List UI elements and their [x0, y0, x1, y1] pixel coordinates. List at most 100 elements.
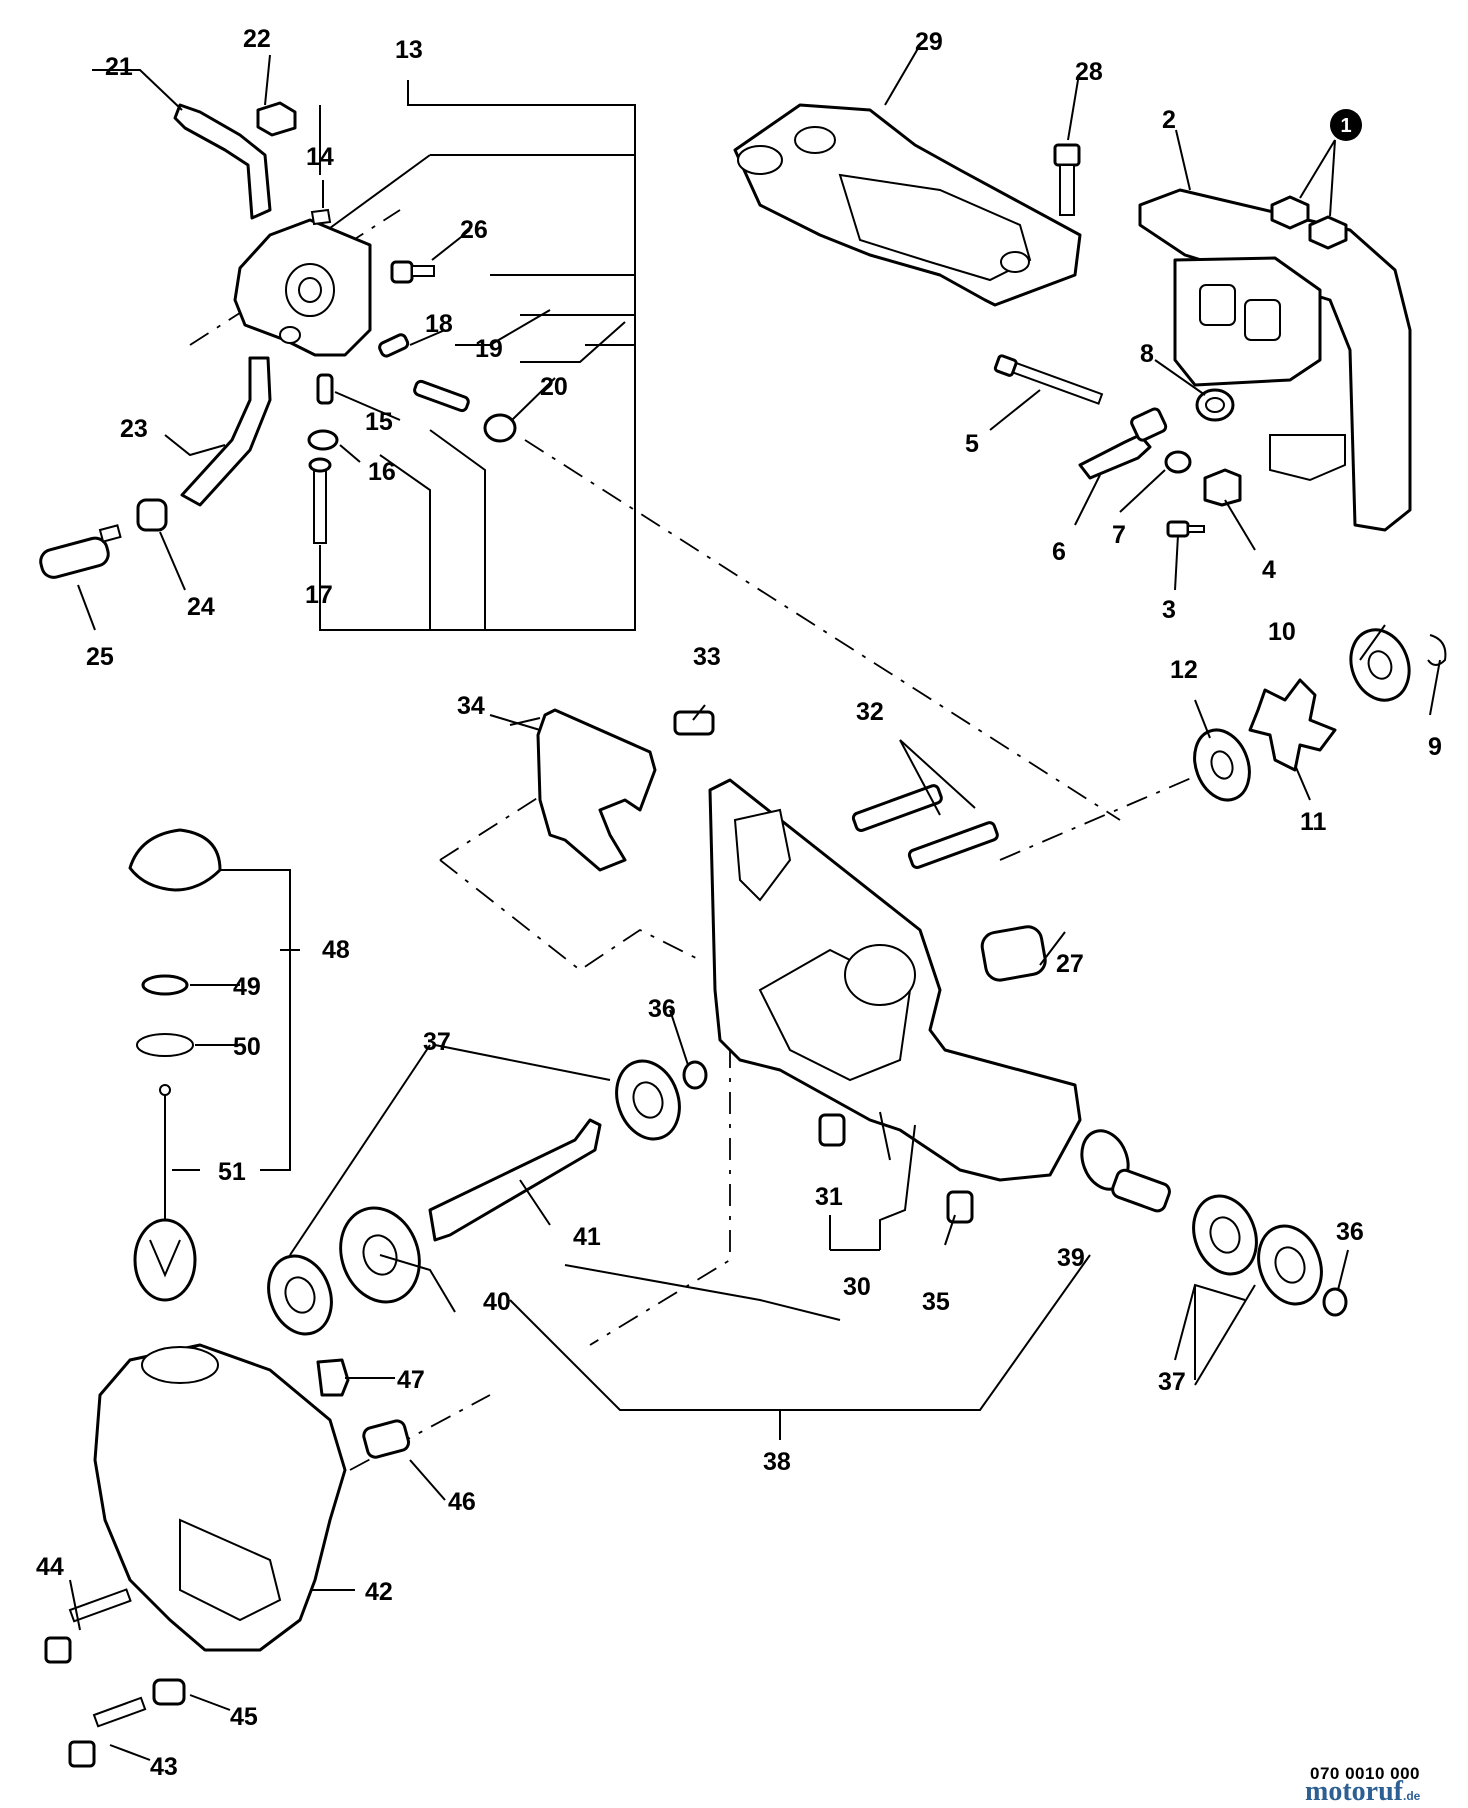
part-48-cap	[128, 828, 222, 892]
assembly-axis-lines	[189, 209, 1211, 1471]
part-3-screw	[1166, 520, 1205, 538]
part-15-spring	[316, 373, 334, 405]
part-10-washer	[1349, 628, 1411, 702]
label-part-43: 43	[150, 1753, 178, 1781]
part-5-long-bolt	[993, 354, 1104, 405]
label-part-50: 50	[233, 1033, 261, 1061]
label-part-17: 17	[305, 581, 333, 609]
label-part-19: 19	[475, 335, 503, 363]
label-part-36-right: 36	[1336, 1218, 1364, 1246]
part-number-labels: 2 3 4 5 6 7 8 9 10 11 12 13 14 15 16 17 …	[36, 25, 1442, 1781]
part-2-guard-bracket	[1138, 188, 1412, 532]
label-part-27: 27	[1056, 950, 1084, 978]
part-33-screw	[673, 710, 715, 736]
part-9-circlip	[1427, 634, 1447, 666]
label-part-35: 35	[922, 1288, 950, 1316]
callout-1-nuts	[1270, 195, 1348, 250]
label-part-8: 8	[1140, 340, 1154, 368]
callout-marker-1-text: 1	[1340, 115, 1351, 137]
label-part-46: 46	[448, 1488, 476, 1516]
label-part-47: 47	[397, 1366, 425, 1394]
label-part-28: 28	[1075, 58, 1103, 86]
part-6-adjuster-pin	[1078, 407, 1168, 480]
part-14-clip	[310, 208, 332, 226]
label-part-16: 16	[368, 458, 396, 486]
part-39-pinion	[1080, 1129, 1171, 1213]
part-16-washer	[307, 429, 339, 451]
label-part-14: 14	[306, 143, 334, 171]
label-part-38: 38	[763, 1448, 791, 1476]
part-51-cap-strap	[133, 1084, 197, 1302]
label-part-49: 49	[233, 973, 261, 1001]
label-part-15: 15	[365, 408, 393, 436]
label-part-20: 20	[540, 373, 568, 401]
watermark-logo: motoruf.de	[1305, 1776, 1420, 1808]
label-part-51: 51	[218, 1158, 246, 1186]
label-part-42: 42	[365, 1578, 393, 1606]
part-13-oil-pump	[233, 218, 372, 357]
label-part-25: 25	[86, 643, 114, 671]
part-46-bushing	[362, 1419, 411, 1459]
part-37-bearing-lower-left	[267, 1254, 333, 1336]
label-part-48: 48	[322, 936, 350, 964]
part-26-screw	[390, 260, 435, 284]
part-31-screw	[818, 1113, 846, 1147]
part-37-bearing-right-2	[1257, 1224, 1323, 1306]
label-part-36-left: 36	[648, 995, 676, 1023]
part-4-clip	[1203, 468, 1242, 507]
part-37-bearing-upper	[615, 1059, 681, 1141]
label-part-44: 44	[36, 1553, 64, 1581]
leader-lines	[69, 44, 1441, 1761]
label-part-40: 40	[483, 1288, 511, 1316]
part-27-bushing	[980, 925, 1047, 982]
label-part-41: 41	[573, 1223, 601, 1251]
label-part-3: 3	[1162, 596, 1176, 624]
label-part-12: 12	[1170, 656, 1198, 684]
part-12-washer	[1193, 728, 1251, 802]
part-11-drive-star	[1248, 678, 1337, 772]
label-part-10: 10	[1268, 618, 1296, 646]
part-30-gear-case	[708, 778, 1082, 1182]
label-part-13: 13	[395, 36, 423, 64]
watermark-text: motoruf	[1305, 1776, 1403, 1807]
part-37-bearing-right-1	[1192, 1194, 1258, 1276]
label-part-6: 6	[1052, 538, 1066, 566]
label-part-29: 29	[915, 28, 943, 56]
label-part-23: 23	[120, 415, 148, 443]
part-17-plunger	[308, 457, 332, 544]
label-part-21: 21	[105, 53, 133, 81]
part-25-oil-filter	[39, 524, 122, 579]
label-part-24: 24	[187, 593, 215, 621]
label-part-18: 18	[425, 310, 453, 338]
part-28-screw	[1053, 143, 1081, 216]
part-23-hose	[180, 356, 272, 507]
part-44-bolt	[44, 1588, 132, 1664]
part-21-bent-tube	[173, 103, 272, 220]
part-18-spring	[378, 333, 410, 358]
part-49-seal	[141, 974, 189, 996]
label-part-11: 11	[1300, 808, 1327, 836]
label-part-34: 34	[457, 692, 485, 720]
part-32-studs	[851, 784, 999, 870]
part-36-washer-right	[1322, 1287, 1348, 1317]
part-35-screw	[946, 1190, 974, 1224]
part-42-lower-housing	[93, 1343, 347, 1652]
part-19-pin	[413, 379, 470, 413]
label-part-22: 22	[243, 25, 271, 53]
label-part-32: 32	[856, 698, 884, 726]
watermark-suffix: .de	[1402, 1789, 1421, 1803]
part-41-shaft	[428, 1118, 602, 1242]
label-part-2: 2	[1162, 106, 1176, 134]
label-part-7: 7	[1112, 521, 1126, 549]
label-part-33: 33	[693, 643, 721, 671]
part-24-fitting	[136, 498, 168, 532]
label-part-30: 30	[843, 1273, 871, 1301]
label-part-9: 9	[1428, 733, 1442, 761]
part-50-o-ring	[136, 1033, 194, 1057]
part-36-washer-left	[682, 1060, 708, 1090]
part-43-bolt	[68, 1696, 147, 1768]
callout-marker-1: 1	[1330, 109, 1362, 141]
label-part-45: 45	[230, 1703, 258, 1731]
label-part-37-right: 37	[1158, 1368, 1186, 1396]
